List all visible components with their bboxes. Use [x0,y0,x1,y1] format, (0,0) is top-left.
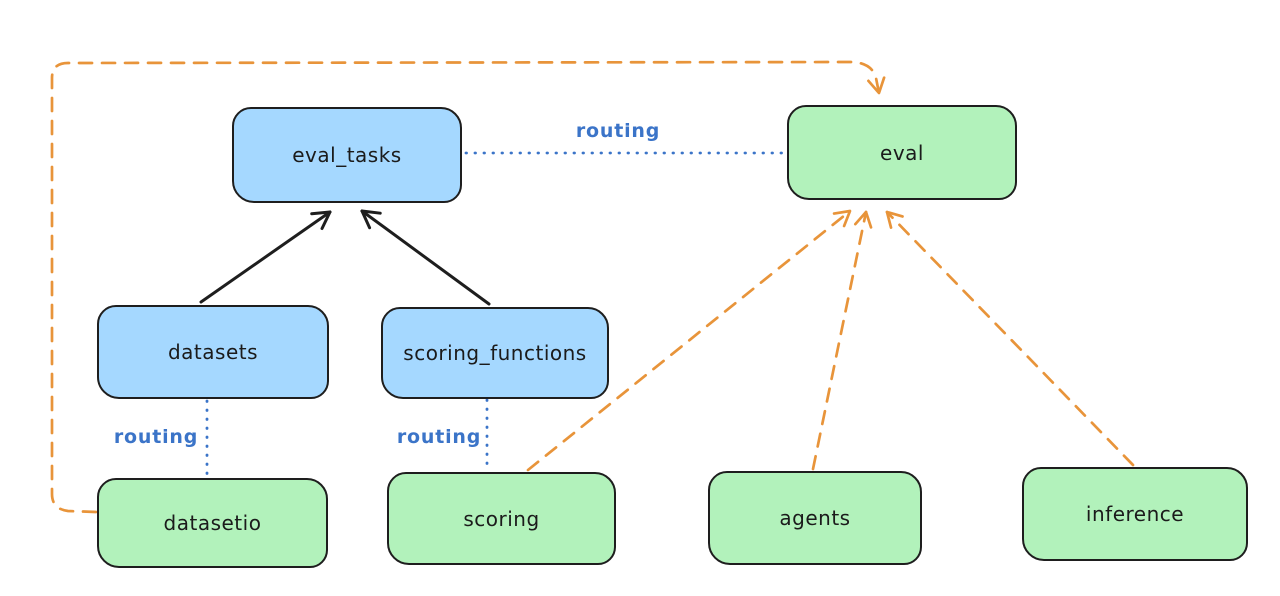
node-inference-label: inference [1085,502,1185,526]
node-agents: agents [708,471,922,565]
node-datasetio: datasetio [97,478,328,568]
node-datasets-label: datasets [167,340,259,364]
edge-label-routing-eval-tasks-eval: routing [575,120,661,142]
node-eval-tasks-label: eval_tasks [292,143,402,167]
node-datasetio-label: datasetio [163,511,262,535]
edge-inference-to-eval [885,210,1135,467]
edge-datasets-to-eval-tasks [199,210,332,304]
edge-agents-to-eval [811,210,873,471]
node-scoring-functions-label: scoring_functions [403,341,587,365]
edge-label-routing-scoring-functions-scoring: routing [396,426,482,448]
node-scoring-functions: scoring_functions [381,307,609,399]
node-scoring-label: scoring [463,506,540,531]
node-eval-tasks: eval_tasks [232,107,462,203]
node-eval-label: eval [880,140,924,165]
node-eval: eval [787,105,1017,200]
edge-scoring-functions-to-eval-tasks [360,209,491,306]
node-datasets: datasets [97,305,329,399]
node-agents-label: agents [779,506,851,530]
node-scoring: scoring [387,472,616,565]
node-inference: inference [1022,467,1248,561]
edge-label-routing-datasets-datasetio: routing [113,426,199,448]
